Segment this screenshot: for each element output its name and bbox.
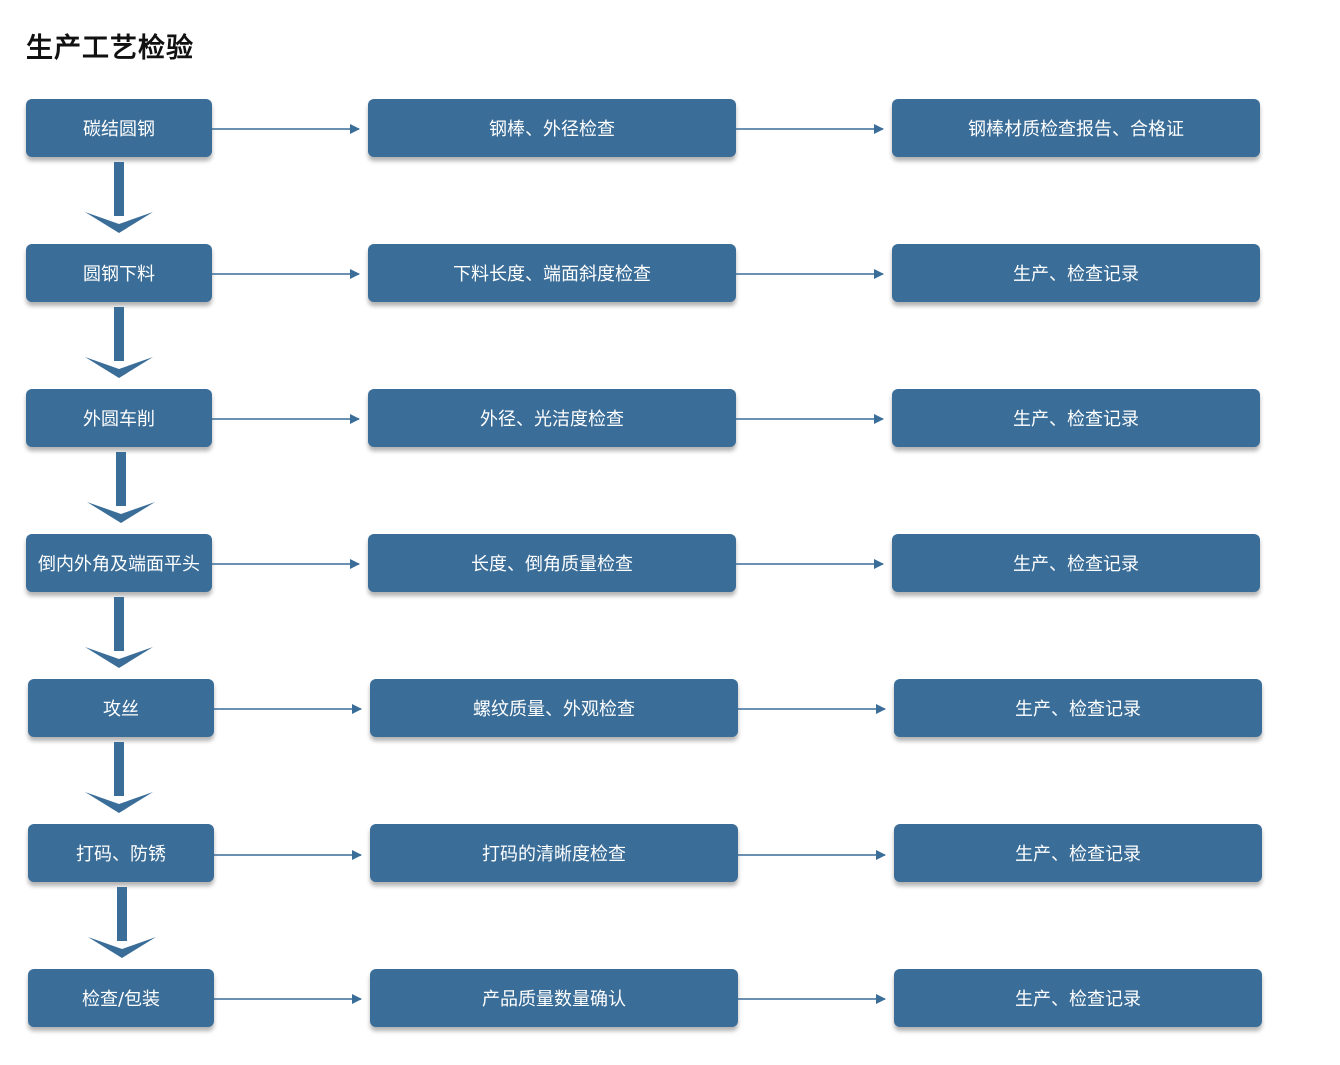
inspection-step-1: 钢棒、外径检查 <box>368 99 736 157</box>
inspection-step-3: 外径、光洁度检查 <box>368 389 736 447</box>
down-arrow-1 <box>85 162 153 233</box>
process-step-3: 外圆车削 <box>26 389 212 447</box>
inspection-step-7: 产品质量数量确认 <box>370 969 738 1027</box>
down-arrow-2 <box>85 307 153 378</box>
down-arrow-5 <box>85 742 153 813</box>
process-step-1: 碳结圆钢 <box>26 99 212 157</box>
record-step-1: 钢棒材质检查报告、合格证 <box>892 99 1260 157</box>
record-step-4: 生产、检查记录 <box>892 534 1260 592</box>
down-arrow-6 <box>88 887 156 958</box>
page-title: 生产工艺检验 <box>26 33 194 64</box>
down-arrow-4 <box>85 597 153 668</box>
inspection-step-6: 打码的清晰度检查 <box>370 824 738 882</box>
inspection-step-4: 长度、倒角质量检查 <box>368 534 736 592</box>
process-step-5: 攻丝 <box>28 679 214 737</box>
process-step-2: 圆钢下料 <box>26 244 212 302</box>
record-step-5: 生产、检查记录 <box>894 679 1262 737</box>
inspection-step-2: 下料长度、端面斜度检查 <box>368 244 736 302</box>
process-step-6: 打码、防锈 <box>28 824 214 882</box>
down-arrow-3 <box>87 452 155 523</box>
process-step-7: 检查/包装 <box>28 969 214 1027</box>
inspection-step-5: 螺纹质量、外观检查 <box>370 679 738 737</box>
record-step-6: 生产、检查记录 <box>894 824 1262 882</box>
record-step-2: 生产、检查记录 <box>892 244 1260 302</box>
record-step-7: 生产、检查记录 <box>894 969 1262 1027</box>
record-step-3: 生产、检查记录 <box>892 389 1260 447</box>
process-step-4: 倒内外角及端面平头 <box>26 534 212 592</box>
